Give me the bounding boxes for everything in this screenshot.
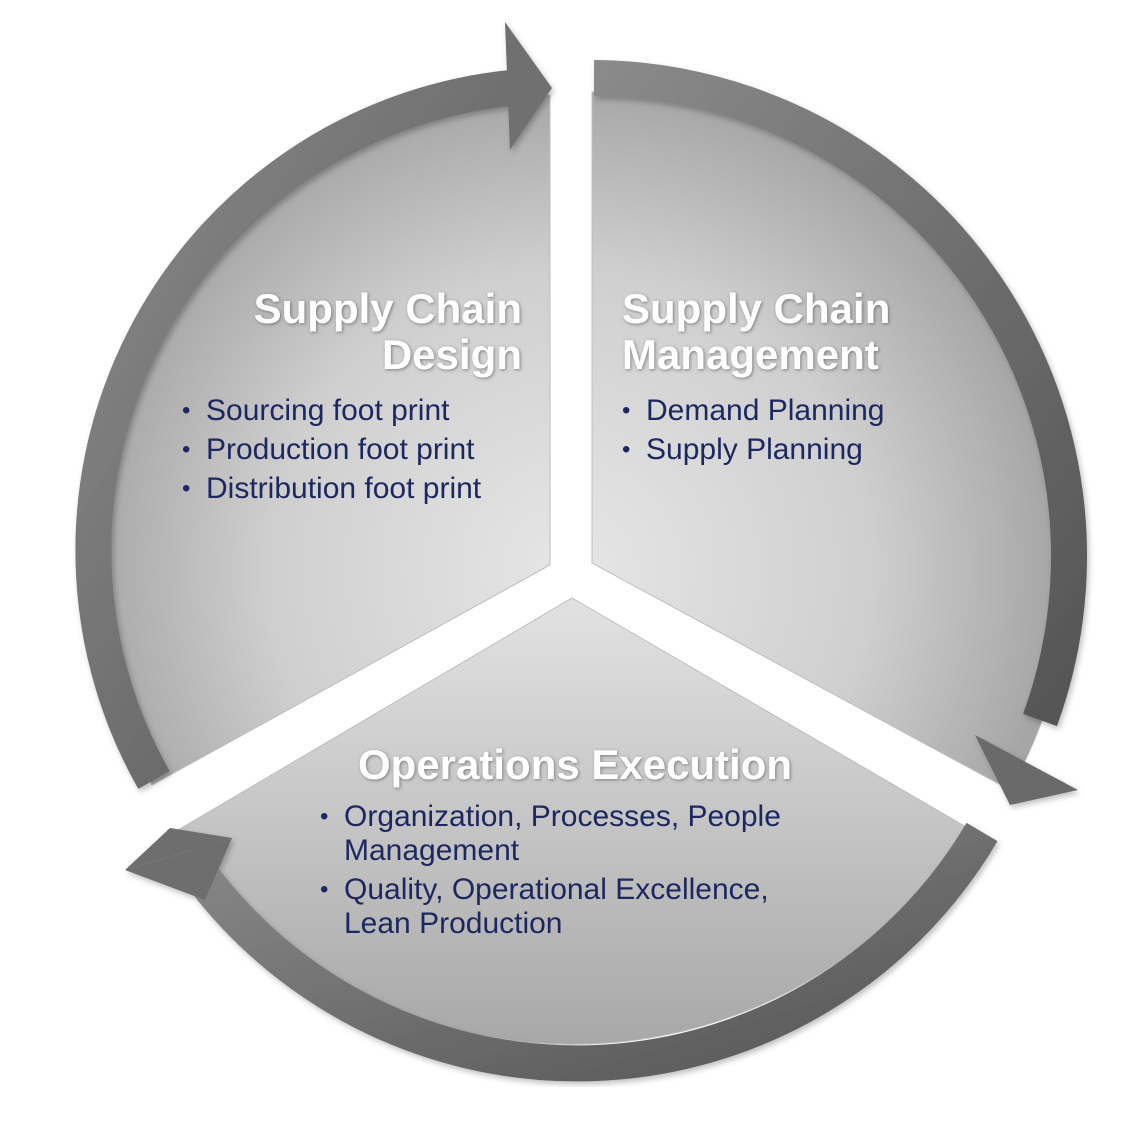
cycle-arrow-management-to-operations-icon bbox=[593, 60, 1087, 805]
segment-title-design: Supply Chain Design bbox=[253, 285, 522, 378]
list-item: Production foot print bbox=[182, 433, 522, 467]
list-item: Supply Planning bbox=[622, 433, 952, 467]
segment-design-text: Supply Chain Design Sourcing foot print … bbox=[182, 286, 522, 511]
segment-title-management: Supply Chain Management bbox=[622, 285, 891, 378]
segment-list-design: Sourcing foot print Production foot prin… bbox=[182, 394, 522, 506]
segment-list-management: Demand Planning Supply Planning bbox=[622, 394, 952, 467]
list-item: Demand Planning bbox=[622, 394, 952, 428]
list-item: Quality, Operational Excellence, Lean Pr… bbox=[320, 873, 840, 941]
cycle-arrow-operations-to-design-icon bbox=[125, 822, 998, 1082]
cycle-arrow-design-to-management-icon bbox=[75, 22, 552, 789]
list-item: Sourcing foot print bbox=[182, 394, 522, 428]
list-item: Distribution foot print bbox=[182, 472, 522, 506]
segment-operations-text: Operations Execution Organization, Proce… bbox=[320, 742, 840, 946]
segment-title-operations: Operations Execution bbox=[358, 741, 793, 788]
list-item: Organization, Processes, People Manageme… bbox=[320, 800, 840, 868]
segment-list-operations: Organization, Processes, People Manageme… bbox=[320, 800, 840, 941]
segment-management-text: Supply Chain Management Demand Planning … bbox=[622, 286, 952, 472]
